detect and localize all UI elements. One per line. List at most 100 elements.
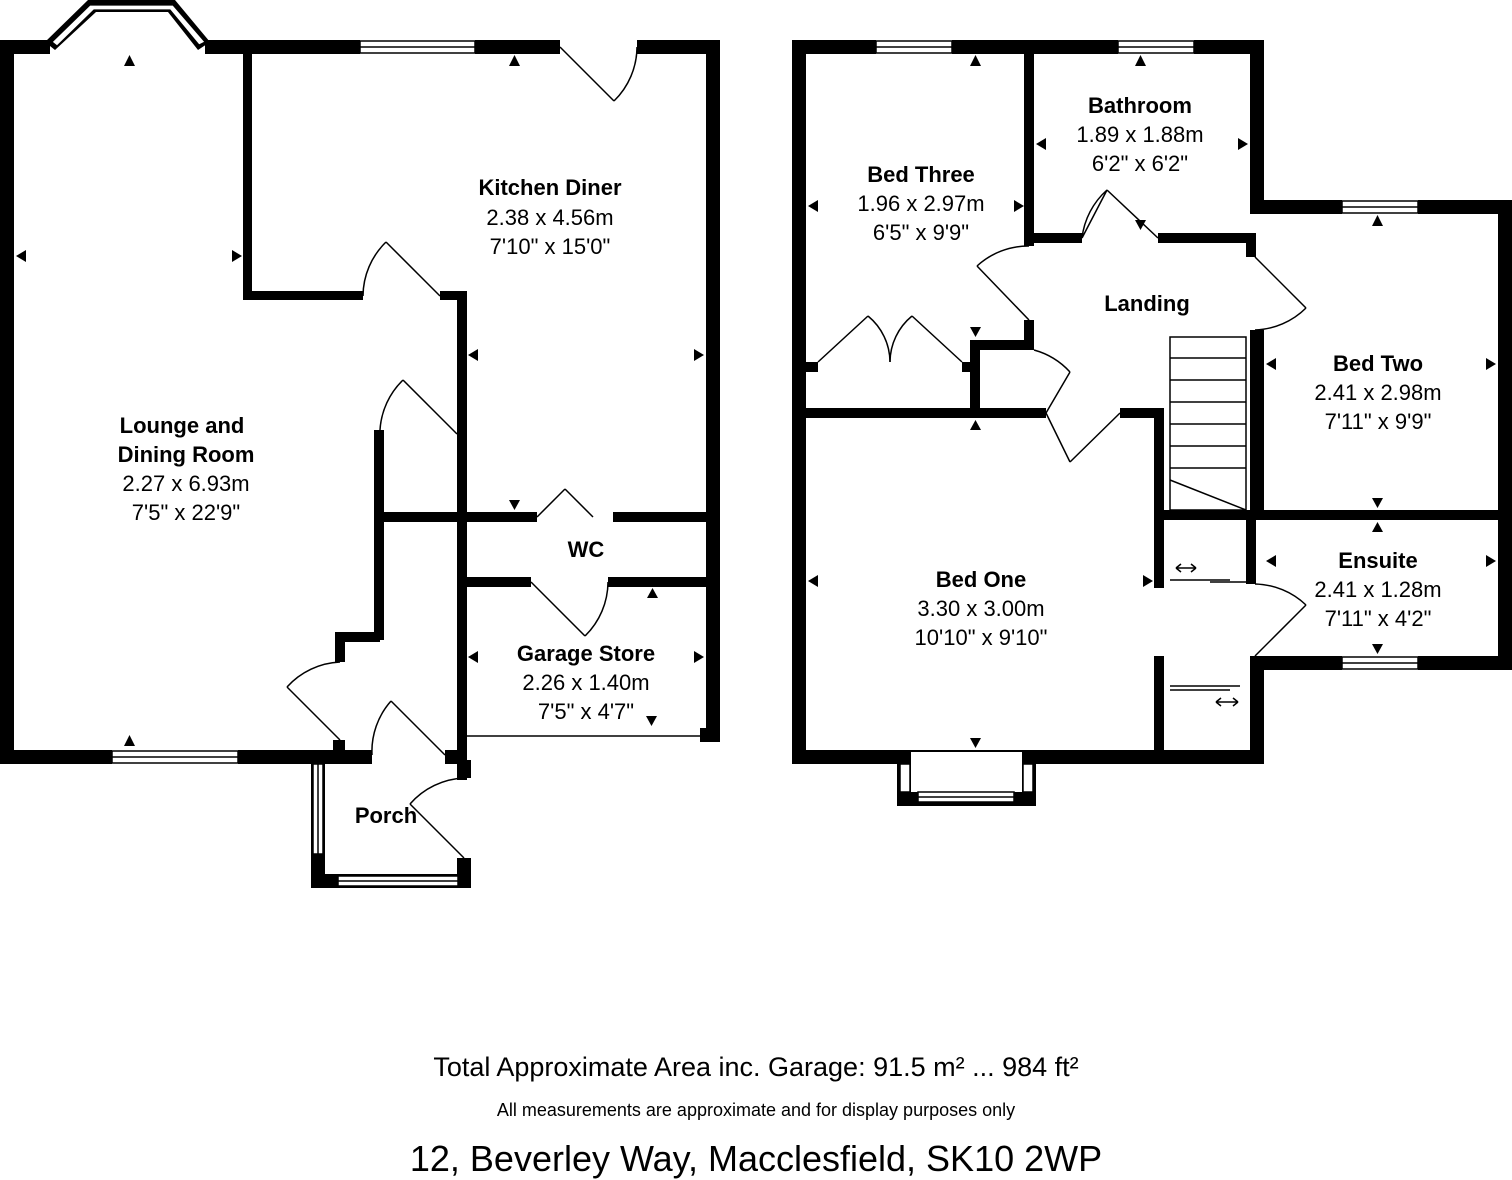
floor-plan: Lounge and Dining Room 2.27 x 6.93m 7'5"…: [0, 0, 1512, 888]
windows-ground: [45, 0, 476, 887]
room-dimensions-imperial: 7'10" x 15'0": [490, 234, 611, 259]
wall: [700, 728, 720, 742]
room-name: Bed Three: [867, 162, 975, 187]
doors-ground: [286, 46, 706, 859]
wall: [1250, 656, 1342, 670]
wall: [335, 632, 380, 642]
windows-first: [875, 40, 1419, 806]
wall: [1498, 200, 1512, 670]
room-dimensions-imperial: 7'5" x 4'7": [538, 699, 634, 724]
room-dimensions-metric: 1.89 x 1.88m: [1076, 122, 1203, 147]
ground-floor: [0, 40, 720, 888]
wall: [335, 632, 345, 662]
wall: [1194, 40, 1264, 54]
wall: [1120, 408, 1156, 418]
room-ensuite: Ensuite 2.41 x 1.28m 7'11" x 4'2": [1314, 548, 1441, 631]
wall: [1158, 233, 1250, 243]
room-name: Garage Store: [517, 641, 655, 666]
room-dimensions-metric: 2.38 x 4.56m: [486, 205, 613, 230]
room-dimensions-imperial: 7'5" x 22'9": [132, 500, 240, 525]
disclaimer: All measurements are approximate and for…: [496, 1100, 1016, 1120]
wall: [1250, 200, 1342, 214]
room-bed-three: Bed Three 1.96 x 2.97m 6'5" x 9'9": [857, 162, 984, 245]
wall: [1250, 40, 1264, 214]
room-dimensions-metric: 1.96 x 2.97m: [857, 191, 984, 216]
room-bed-two: Bed Two 2.41 x 2.98m 7'11" x 9'9": [1314, 351, 1441, 434]
wall: [792, 40, 806, 764]
room-name: WC: [568, 537, 605, 562]
wall: [792, 750, 897, 764]
room-bathroom: Bathroom 1.89 x 1.88m 6'2" x 6'2": [1076, 93, 1203, 176]
wall: [1418, 200, 1512, 214]
room-name: Landing: [1104, 291, 1190, 316]
first-floor: [792, 40, 1512, 764]
wall: [970, 340, 1034, 350]
wall: [345, 750, 372, 764]
wall: [0, 40, 14, 764]
sliding-arrow-icon: [1175, 563, 1197, 573]
room-garage: Garage Store 2.26 x 1.40m 7'5" x 4'7": [517, 641, 655, 724]
room-dimensions-metric: 2.27 x 6.93m: [122, 471, 249, 496]
wall: [1154, 656, 1164, 764]
room-dimensions-imperial: 7'11" x 9'9": [1325, 409, 1432, 434]
wall: [1154, 408, 1164, 588]
wall: [243, 54, 252, 300]
room-name: Lounge and: [120, 413, 245, 438]
dimension-markers: [16, 55, 1496, 748]
room-porch: Porch: [355, 803, 417, 828]
wall: [952, 40, 1118, 54]
room-name: Bed Two: [1333, 351, 1423, 376]
property-address: 12, Beverley Way, Macclesfield, SK10 2WP: [409, 1138, 1103, 1179]
sliding-arrow-icon: [1215, 697, 1239, 707]
room-labels: Lounge and Dining Room 2.27 x 6.93m 7'5"…: [118, 93, 1442, 828]
room-dimensions-imperial: 10'10" x 9'10": [915, 625, 1048, 650]
wall: [970, 340, 980, 412]
wall: [1250, 330, 1264, 520]
wall: [205, 40, 360, 54]
room-lounge: Lounge and Dining Room 2.27 x 6.93m 7'5"…: [118, 413, 255, 525]
room-dimensions-imperial: 7'11" x 4'2": [1325, 606, 1432, 631]
wall: [333, 740, 345, 764]
wall: [457, 760, 471, 778]
room-name: Kitchen Diner: [478, 175, 621, 200]
wall: [637, 40, 720, 54]
room-name: Porch: [355, 803, 417, 828]
room-dimensions-imperial: 6'2" x 6'2": [1092, 151, 1188, 176]
room-name: Ensuite: [1338, 548, 1417, 573]
wall: [806, 408, 1046, 418]
wall: [1246, 520, 1256, 584]
room-dimensions-metric: 2.41 x 1.28m: [1314, 577, 1441, 602]
wall: [1036, 750, 1262, 764]
wall: [1418, 656, 1512, 670]
wall: [238, 750, 333, 764]
room-landing: Landing: [1104, 291, 1190, 316]
wall: [962, 362, 972, 372]
wall: [0, 750, 112, 764]
wall: [806, 362, 818, 372]
wall: [440, 291, 467, 300]
wall: [475, 40, 560, 54]
wall: [613, 512, 720, 522]
room-name: Bed One: [936, 567, 1026, 592]
wall: [1024, 320, 1034, 350]
room-wc: WC: [568, 537, 605, 562]
wall: [1250, 656, 1264, 764]
doors-first: [817, 189, 1307, 707]
wall: [1154, 510, 1512, 520]
wall: [457, 577, 531, 587]
room-dimensions-metric: 2.41 x 2.98m: [1314, 380, 1441, 405]
wall: [1246, 233, 1256, 257]
wall: [1024, 54, 1034, 246]
room-dimensions-metric: 3.30 x 3.00m: [917, 596, 1044, 621]
room-name: Bathroom: [1088, 93, 1192, 118]
wall: [608, 577, 720, 587]
wall: [374, 512, 537, 522]
wall: [706, 40, 720, 742]
room-name: Dining Room: [118, 442, 255, 467]
wall: [792, 40, 876, 54]
wall: [457, 291, 467, 780]
room-kitchen: Kitchen Diner 2.38 x 4.56m 7'10" x 15'0": [478, 175, 621, 259]
room-dimensions-imperial: 6'5" x 9'9": [873, 220, 969, 245]
room-bed-one: Bed One 3.30 x 3.00m 10'10" x 9'10": [915, 567, 1048, 650]
wall: [1024, 233, 1082, 243]
